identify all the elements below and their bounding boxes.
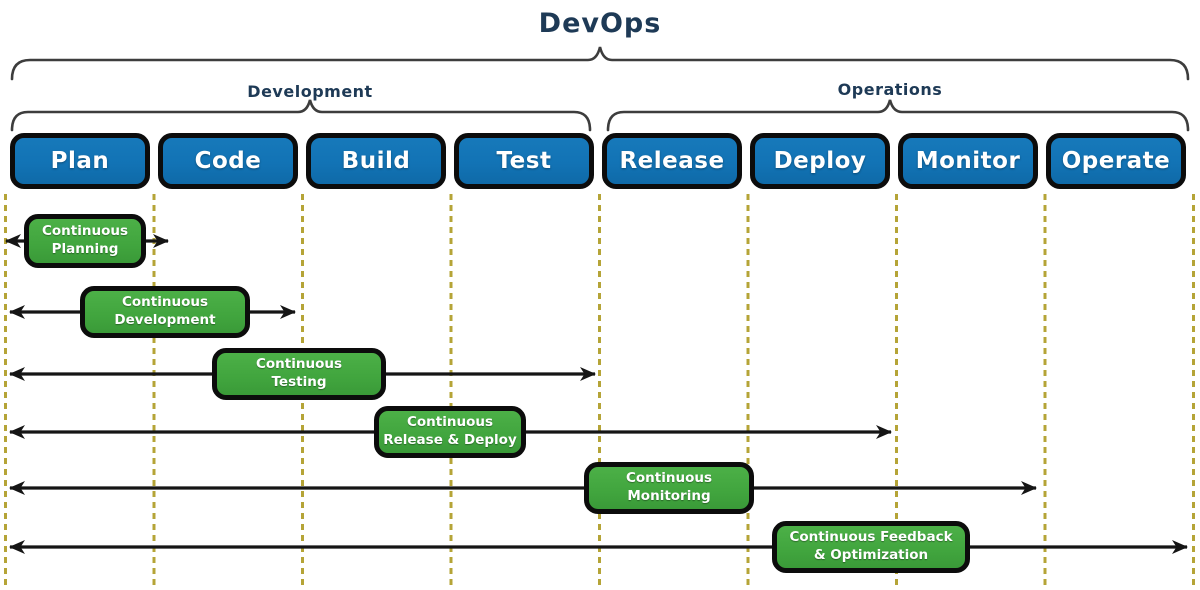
stage-box-build: Build (306, 133, 446, 189)
practice-label-line1: Continuous (406, 414, 494, 431)
operations-section-label: Operations (837, 80, 943, 99)
practice-box-continuous-feedback-optimization: Continuous Feedback & Optimization (772, 521, 970, 573)
practice-label-line1: Continuous Feedback (789, 529, 953, 546)
practice-box-continuous-monitoring: Continuous Monitoring (584, 462, 754, 514)
practice-label-line1: Continuous (255, 356, 343, 373)
practice-box-continuous-testing: Continuous Testing (212, 348, 386, 400)
practice-label-line2: Monitoring (627, 488, 711, 504)
stage-box-deploy: Deploy (750, 133, 890, 189)
practice-box-continuous-release-deploy: Continuous Release & Deploy (374, 406, 526, 458)
stage-label: Monitor (915, 148, 1021, 174)
stage-box-release: Release (602, 133, 742, 189)
operations-brace (606, 99, 1190, 132)
diagram-title: DevOps (538, 8, 662, 39)
stage-box-test: Test (454, 133, 594, 189)
practice-box-continuous-development: Continuous Development (80, 286, 250, 338)
stage-label: Code (194, 148, 262, 174)
practice-label-line2: & Optimization (813, 547, 929, 563)
practice-label-line2: Testing (271, 374, 327, 390)
practice-label-line2: Planning (51, 241, 119, 257)
practice-box-continuous-planning: Continuous Planning (24, 214, 146, 268)
stage-label: Deploy (773, 148, 867, 174)
practice-label-line2: Release & Deploy (383, 432, 517, 448)
stage-label: Release (619, 148, 725, 174)
stage-label: Plan (50, 148, 110, 174)
practice-label-line1: Continuous (121, 294, 209, 311)
stage-box-code: Code (158, 133, 298, 189)
stage-label: Test (496, 148, 552, 174)
stage-box-operate: Operate (1046, 133, 1186, 189)
practice-label-line1: Continuous (41, 223, 129, 240)
stage-box-monitor: Monitor (898, 133, 1038, 189)
development-brace (10, 99, 592, 132)
development-section-label: Development (247, 82, 373, 101)
practice-label-line2: Development (114, 312, 216, 328)
stage-box-plan: Plan (10, 133, 150, 189)
practice-label-line1: Continuous (625, 470, 713, 487)
stage-label: Operate (1061, 148, 1171, 174)
stage-label: Build (341, 148, 411, 174)
devops-brace (10, 46, 1190, 81)
